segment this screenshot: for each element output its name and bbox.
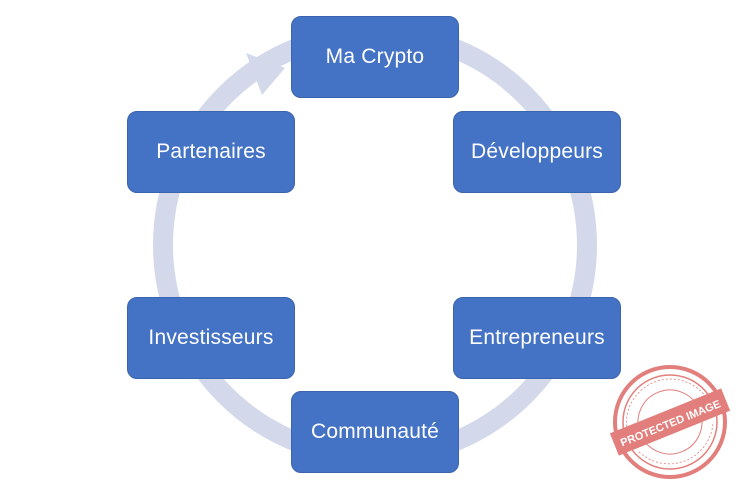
- node-label: Développeurs: [471, 140, 603, 163]
- node-developpeurs: Développeurs: [453, 111, 621, 193]
- node-partenaires: Partenaires: [127, 111, 295, 193]
- node-communaute: Communauté: [291, 391, 459, 473]
- node-label: Communauté: [310, 420, 440, 443]
- cycle-arrowhead: [246, 53, 285, 95]
- node-label: Partenaires: [156, 140, 266, 163]
- node-label: Investisseurs: [148, 326, 274, 349]
- node-label: Entrepreneurs: [469, 326, 605, 349]
- node-investisseurs: Investisseurs: [127, 297, 295, 379]
- node-ma-crypto: Ma Crypto: [291, 16, 459, 98]
- node-entrepreneurs: Entrepreneurs: [453, 297, 621, 379]
- node-label: Ma Crypto: [325, 45, 425, 68]
- protected-image-stamp-icon: PROTECTED IMAGE: [609, 365, 731, 479]
